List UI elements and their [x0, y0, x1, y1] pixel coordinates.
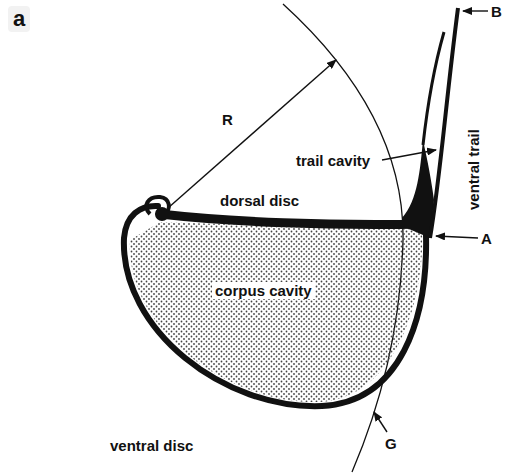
leader-line [463, 10, 488, 11]
part-label: corpus cavity [212, 282, 315, 299]
corpus-cavity [130, 222, 422, 402]
radius-arrow [168, 60, 336, 208]
ventral-disc-wall [124, 206, 426, 406]
callout-letter: G [385, 436, 397, 451]
callout-letter: B [491, 4, 502, 19]
dorsal-trail-wall [423, 32, 444, 145]
callout-letter: A [481, 231, 492, 246]
part-label: trail cavity [296, 153, 370, 168]
part-label: ventral disc [110, 438, 193, 453]
radius-label: R [222, 112, 233, 127]
ventral-trail-wall [430, 8, 458, 238]
leader-line [382, 150, 436, 160]
part-label: ventral trail [466, 129, 481, 210]
dorsal-disc [160, 214, 425, 225]
leader-line [374, 412, 387, 432]
leader-line [436, 236, 478, 238]
panel-letter: a [8, 6, 30, 32]
part-label: dorsal disc [220, 193, 299, 208]
